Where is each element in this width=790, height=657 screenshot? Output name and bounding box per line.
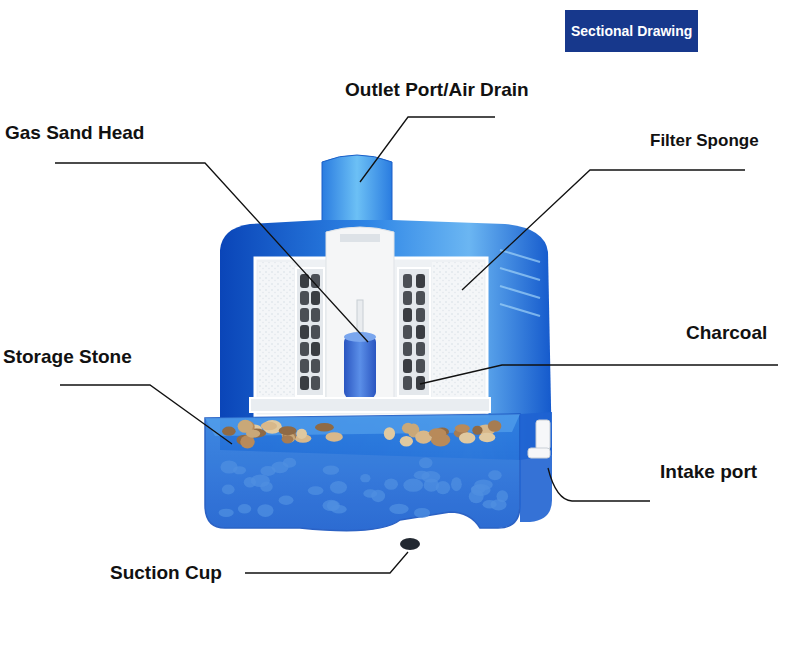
tray-side [520, 412, 552, 522]
charcoal-pellet [416, 308, 425, 322]
part-label: Outlet Port/Air Drain [345, 79, 529, 101]
stone [325, 432, 342, 442]
stone [279, 496, 294, 505]
stone [360, 474, 370, 482]
charcoal-pellet [403, 291, 412, 305]
center-column [326, 227, 394, 398]
storage-tray [205, 414, 520, 531]
stone [222, 427, 236, 436]
storage-stones [219, 420, 508, 518]
charcoal-pellet [416, 274, 425, 288]
part-label: Gas Sand Head [5, 122, 144, 144]
charcoal-pellet [300, 359, 309, 373]
charcoal-pellet [416, 291, 425, 305]
stone [283, 458, 297, 468]
stone [414, 508, 430, 518]
charcoal-pellet [311, 359, 320, 373]
stone [455, 424, 470, 432]
stone [474, 479, 493, 490]
stone [257, 504, 273, 517]
charcoal-pellet [403, 342, 412, 356]
stone [261, 422, 277, 431]
stone [424, 478, 440, 491]
part-label: Filter Sponge [650, 130, 759, 152]
stone [451, 477, 462, 491]
stone [419, 457, 433, 468]
base-ledge [250, 398, 490, 412]
charcoal-pellet [311, 308, 320, 322]
charcoal-bay [296, 268, 324, 396]
stone [323, 465, 340, 474]
filter-sponge [258, 262, 294, 412]
stone [490, 499, 506, 510]
stone [251, 475, 270, 488]
charcoal-pellet [300, 308, 309, 322]
charcoal-bay [398, 268, 430, 396]
stone [308, 486, 324, 495]
stone [459, 432, 475, 443]
part-label: Suction Cup [110, 562, 222, 584]
charcoal-pellet [416, 342, 425, 356]
stone [414, 471, 430, 480]
stone [296, 429, 307, 439]
stone [222, 484, 235, 494]
stone [402, 423, 414, 434]
charcoal-pellet [300, 342, 309, 356]
charcoal-pellet [403, 359, 412, 373]
stone [400, 436, 413, 447]
stone [403, 479, 423, 492]
part-label: Intake port [660, 461, 757, 483]
stone [472, 426, 482, 435]
stone [330, 481, 347, 494]
part-label: Charcoal [686, 322, 767, 344]
stone [282, 435, 294, 443]
stone [384, 479, 398, 490]
intake-elbow [528, 448, 550, 458]
filter-sponge [432, 262, 484, 412]
suction-cup [400, 538, 420, 550]
stone [219, 509, 234, 517]
leader-lines [55, 117, 778, 573]
stone [323, 500, 340, 511]
stone [389, 504, 408, 514]
intake-port [536, 420, 550, 450]
stone [315, 423, 334, 431]
charcoal-pellet [300, 325, 309, 339]
stone [384, 427, 395, 440]
stone [220, 460, 237, 473]
charcoal-pellet [300, 291, 309, 305]
stone [246, 430, 260, 438]
charcoal-pellet [311, 342, 320, 356]
charcoal-pellet [403, 376, 412, 390]
charcoal-pellet [403, 325, 412, 339]
part-label: Storage Stone [3, 346, 132, 368]
stone [479, 433, 495, 443]
title-banner: Sectional Drawing [565, 10, 698, 52]
charcoal-pellet [403, 308, 412, 322]
charcoal-pellet [300, 376, 309, 390]
stone [488, 470, 502, 480]
stone [363, 489, 377, 498]
stone [279, 426, 297, 435]
charcoal-pellet [416, 359, 425, 373]
stone [238, 504, 251, 513]
charcoal-pellet [403, 274, 412, 288]
stone [488, 420, 502, 432]
air-stone [344, 336, 376, 398]
stone [429, 428, 446, 438]
housing-vents [500, 250, 540, 316]
charcoal-pellet [311, 325, 320, 339]
charcoal-pellet [416, 325, 425, 339]
charcoal-pellet [311, 376, 320, 390]
charcoal-pellet [311, 291, 320, 305]
column-cap [340, 234, 380, 242]
